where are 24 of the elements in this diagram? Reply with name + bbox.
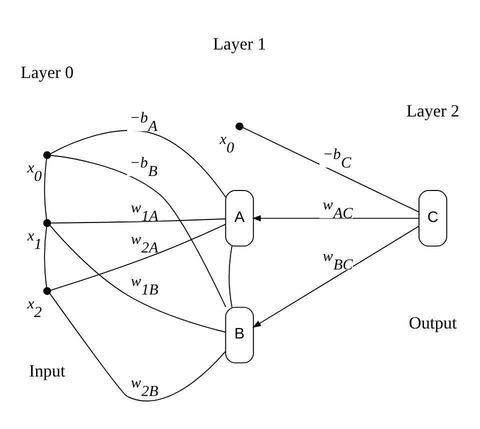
connector bbox=[44, 158, 48, 220]
node-box: A bbox=[225, 190, 254, 247]
node-box: C bbox=[418, 190, 448, 247]
label: Output bbox=[408, 314, 457, 333]
connector bbox=[242, 127, 420, 213]
node-circle bbox=[43, 287, 52, 295]
node-circle bbox=[236, 122, 244, 130]
node-circle bbox=[43, 219, 52, 227]
connector bbox=[44, 226, 48, 288]
arrow bbox=[252, 226, 420, 328]
node-circle bbox=[43, 151, 52, 160]
label: Layer 2 bbox=[406, 101, 460, 120]
connector bbox=[228, 246, 232, 308]
label: Input bbox=[28, 362, 66, 381]
node-box: B bbox=[225, 306, 254, 364]
label: Layer 1 bbox=[212, 34, 266, 54]
connector bbox=[50, 130, 226, 198]
label: Layer 0 bbox=[20, 62, 74, 82]
connector bbox=[49, 293, 226, 402]
connector bbox=[50, 154, 226, 308]
arrow bbox=[252, 215, 420, 222]
connector bbox=[50, 224, 226, 333]
connector bbox=[50, 224, 226, 291]
connector bbox=[50, 218, 226, 224]
